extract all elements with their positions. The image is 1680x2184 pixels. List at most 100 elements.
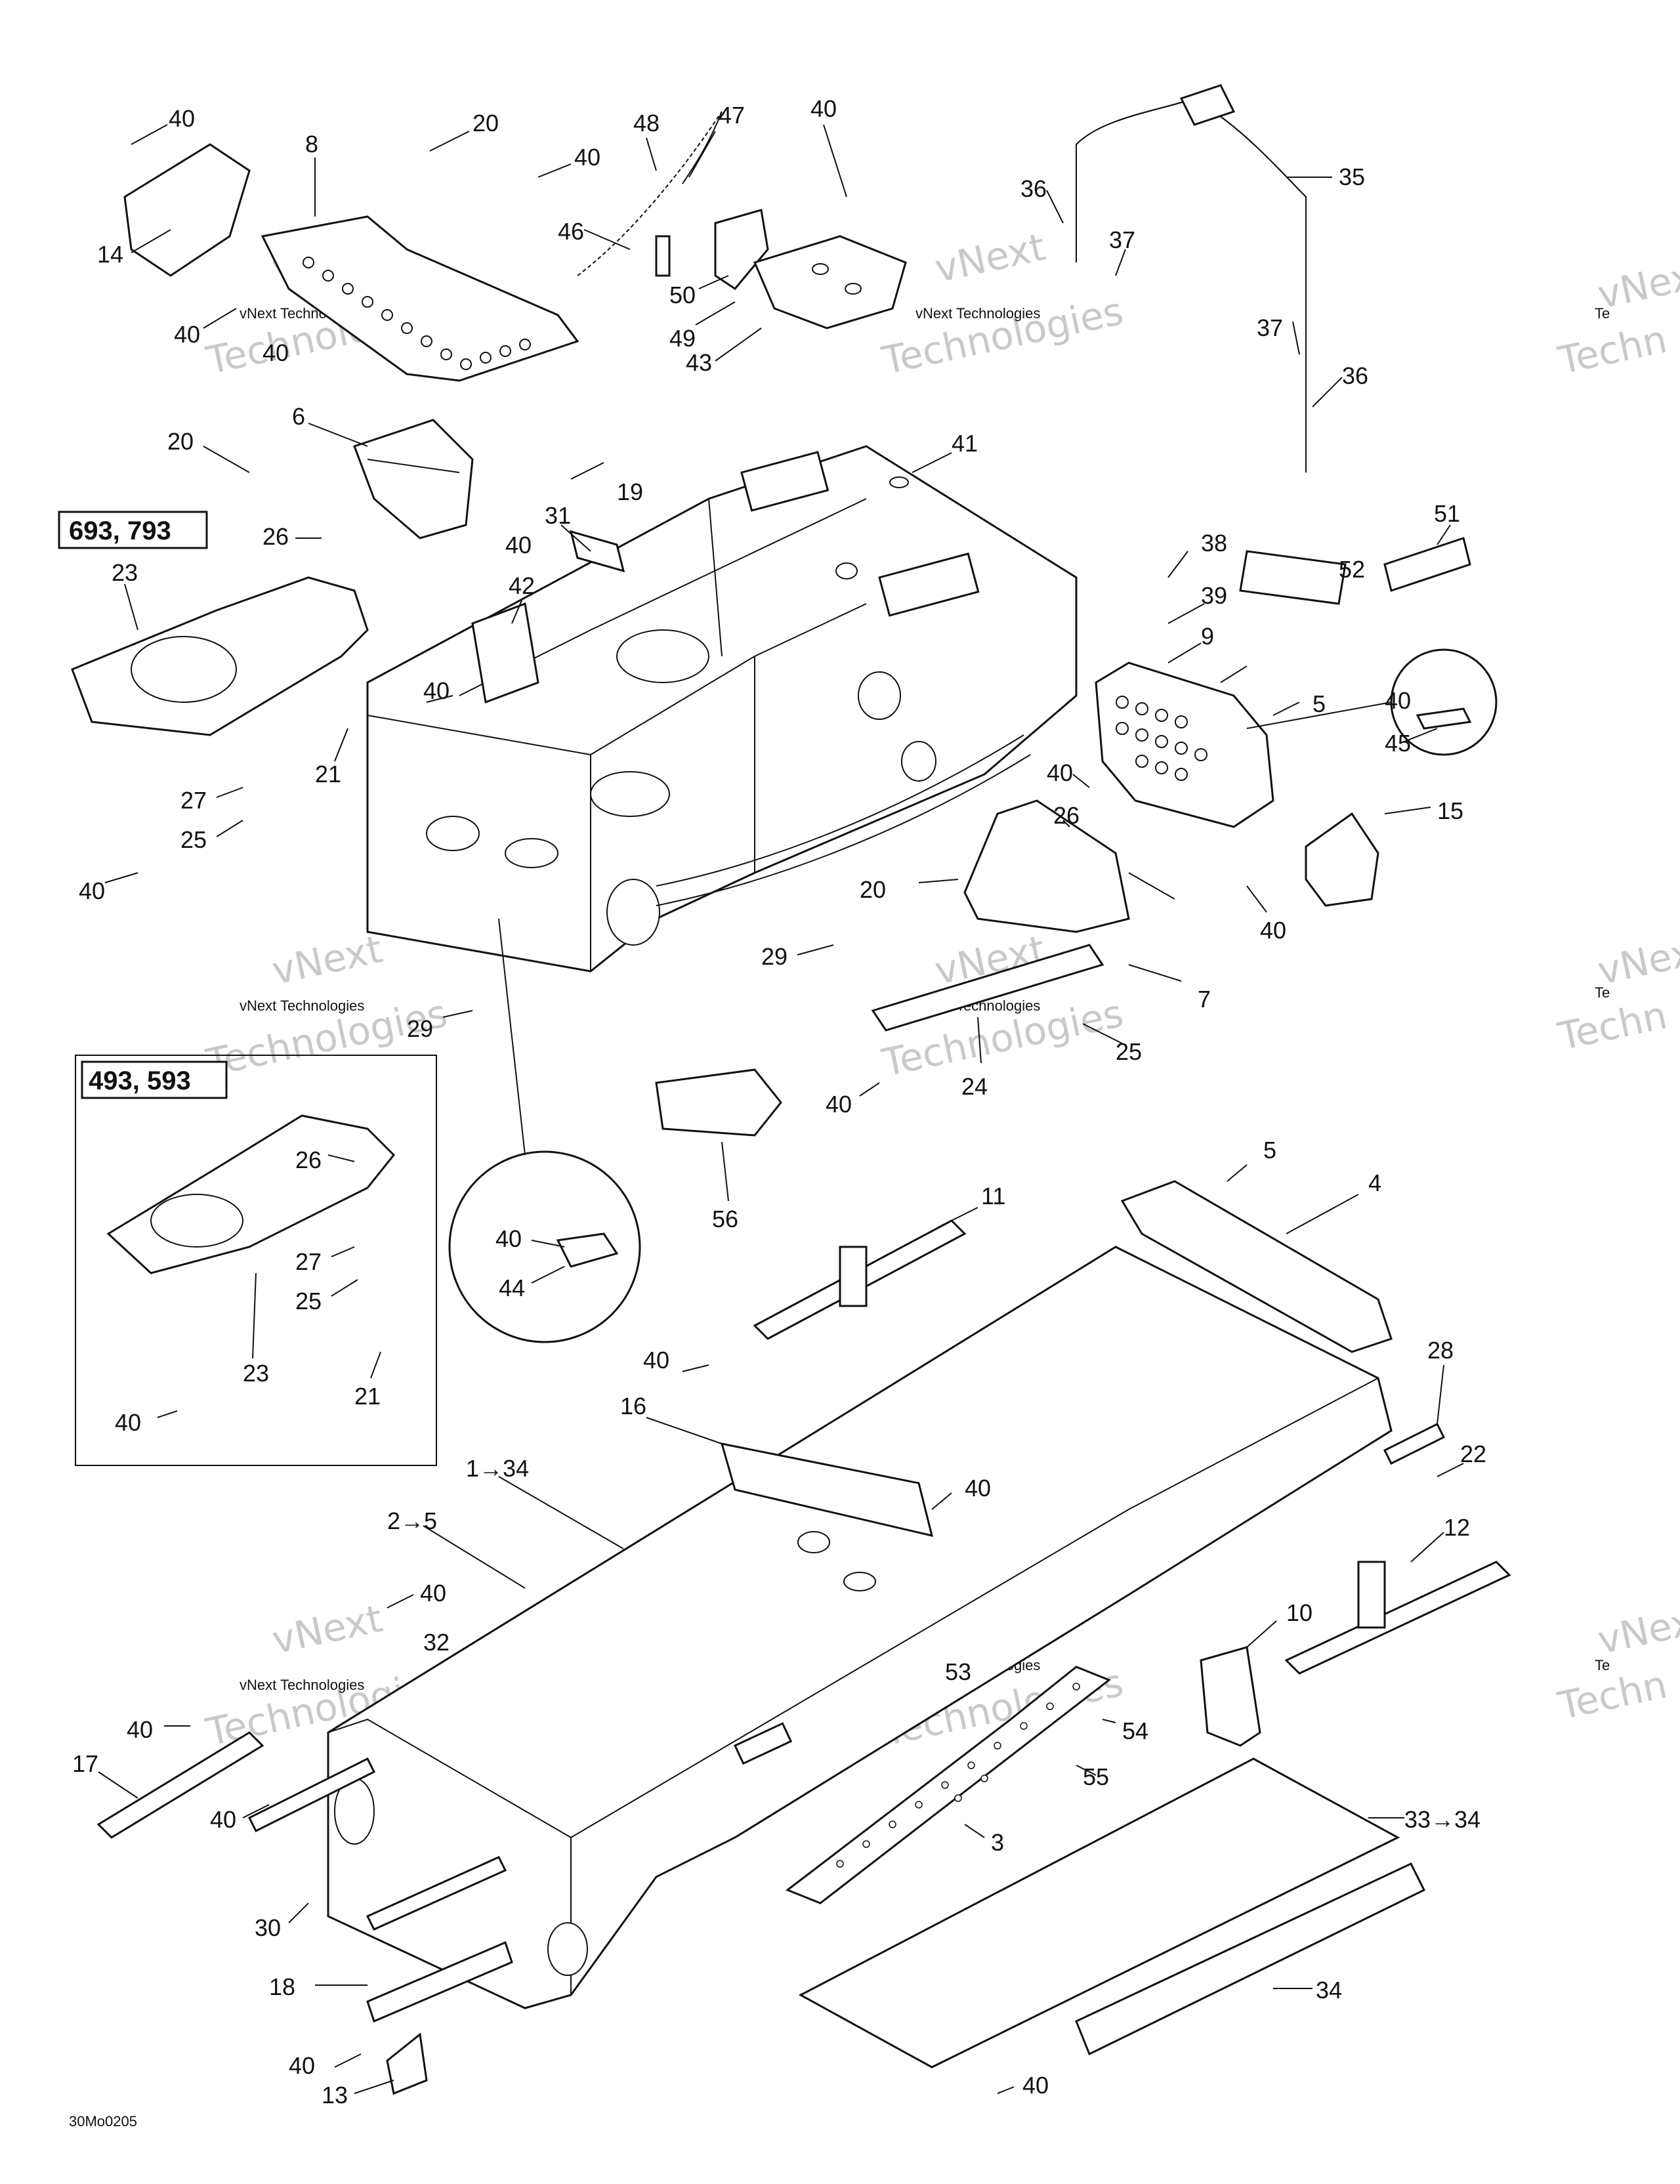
callout-label: 40 (210, 1806, 236, 1833)
callout-label: 22 (1460, 1440, 1486, 1467)
callout-label: 33→34 (1404, 1806, 1480, 1833)
callout-label: 50 (669, 282, 696, 308)
callout-label: 5 (1263, 1137, 1276, 1164)
callout-label: 40 (1022, 2072, 1049, 2099)
model-box-label: 693, 793 (69, 516, 171, 545)
callout-label: 12 (1444, 1514, 1470, 1541)
right-side-parts (471, 476, 1498, 1137)
callout-label: 40 (169, 105, 195, 132)
grommet-41 (889, 476, 909, 488)
callout-label: 40 (420, 1580, 446, 1606)
bracket-42 (471, 602, 539, 704)
detail-circle-44 (448, 918, 641, 1343)
frame-cutout (740, 451, 830, 512)
callout-label: 47 (719, 102, 745, 129)
watermark-word: vNext (1594, 927, 1680, 994)
callout-label: 14 (97, 241, 123, 268)
callout-label: 1→34 (466, 1455, 529, 1482)
callout-label: 35 (1339, 163, 1365, 190)
callout-label: 13 (322, 2082, 348, 2109)
plate-11 (839, 1246, 868, 1307)
frame-hole (858, 671, 901, 720)
callout-label: 36 (1342, 362, 1368, 389)
rail-24 (871, 944, 1104, 1032)
watermark-caption: Te (1595, 1657, 1610, 1673)
callout-label: 36 (1020, 175, 1047, 202)
angle-17 (96, 1731, 264, 1839)
angle-18 (366, 1941, 513, 2023)
profile-34 (1075, 1862, 1426, 2056)
callout-label: 44 (499, 1274, 525, 1301)
frame-cutout (878, 552, 980, 617)
callout-label: 19 (617, 478, 643, 505)
callout-label: 31 (545, 502, 571, 529)
callout-label: 15 (1437, 797, 1463, 824)
bar-30 (247, 1757, 376, 1833)
callout-label: 40 (174, 321, 200, 348)
callout-label: 51 (1434, 500, 1460, 527)
callout-label: 52 (1339, 556, 1365, 583)
watermark-word: Technologies (878, 289, 1127, 383)
callout-label: 10 (1286, 1599, 1312, 1626)
frame-hole (901, 741, 936, 782)
bar-30b (366, 1856, 507, 1931)
callout-label: 30 (255, 1914, 281, 1941)
frame-hole (606, 879, 660, 946)
callout-label: 32 (423, 1629, 450, 1656)
mud-flap-33 (798, 1757, 1400, 2068)
callout-label: 54 (1122, 1717, 1148, 1744)
callout-label: 28 (1427, 1337, 1454, 1364)
watermark-caption: Te (1595, 984, 1610, 1001)
frame-hole (505, 838, 558, 868)
watermark-word: vNext (268, 1596, 387, 1663)
model-box-493-593 (75, 1055, 437, 1466)
callout-label: 40 (810, 95, 837, 122)
top-center-parts (577, 111, 907, 329)
callout-label: 37 (1109, 226, 1135, 253)
callout-label: 4 (1368, 1169, 1381, 1196)
plate-28 (1383, 1422, 1446, 1465)
callout-label: 26 (295, 1146, 322, 1173)
bracket-56 (655, 1068, 782, 1137)
callout-label: 5 (1312, 690, 1326, 717)
pad-50 (655, 235, 671, 277)
watermark-word: vNext (931, 224, 1049, 291)
frame-hole (590, 771, 670, 817)
model-label-693-793: 693, 793 (58, 511, 208, 549)
callout-label: 40 (643, 1347, 669, 1374)
callout-label: 34 (1316, 1977, 1342, 2004)
callout-label: 40 (826, 1091, 852, 1118)
callout-label: 29 (761, 943, 788, 970)
frame-hole (616, 629, 709, 683)
washer-45 (1416, 707, 1472, 730)
figure-code: 30Mo0205 (69, 2113, 137, 2130)
frame-hole (426, 816, 480, 851)
callout-label: 24 (961, 1073, 988, 1100)
callout-label: 40 (115, 1409, 141, 1436)
plate-12 (1357, 1561, 1386, 1629)
watermark-word: vNext (268, 927, 387, 994)
callout-label: 11 (981, 1183, 1005, 1209)
callout-label: 55 (1083, 1763, 1109, 1790)
callout-label: 21 (354, 1383, 381, 1410)
strip-46 (577, 111, 723, 276)
support-plate (1179, 84, 1236, 126)
callout-label: 8 (305, 131, 318, 158)
rear-plate-4 (1120, 1180, 1393, 1353)
callout-label: 45 (1385, 730, 1411, 757)
frame-hole (835, 562, 858, 579)
strip-47 (682, 111, 723, 184)
callout-label: 40 (1260, 917, 1286, 944)
bottom-pan-23-alt (106, 1114, 396, 1274)
callout-label: 48 (633, 110, 660, 136)
callout-label: 17 (72, 1750, 98, 1777)
callout-label: 29 (407, 1015, 433, 1042)
watermark-caption: Te (1595, 305, 1610, 322)
callout-label: 26 (262, 523, 289, 550)
model-box-label: 493, 593 (89, 1066, 191, 1095)
callout-label: 25 (295, 1288, 322, 1314)
callout-label: 39 (1201, 582, 1227, 609)
watermark-caption: vNext Technologies (240, 1677, 364, 1693)
steering-column-support-35 (1076, 97, 1307, 472)
